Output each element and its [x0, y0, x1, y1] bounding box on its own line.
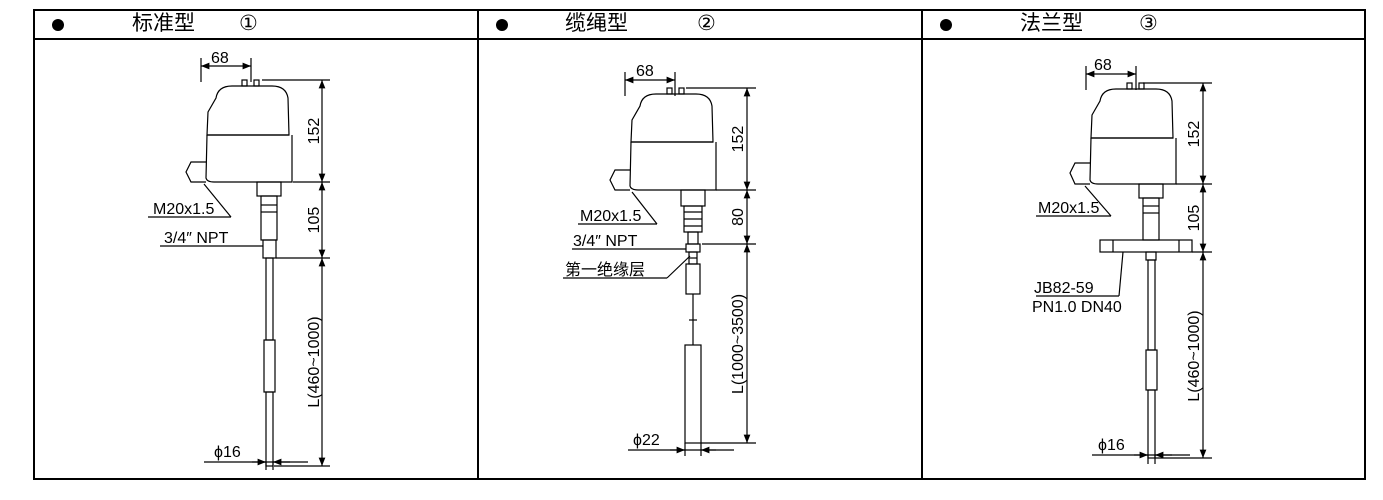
label-diameter: ϕ16 — [1098, 437, 1125, 454]
label-thread: M20x1.5 — [1038, 200, 1099, 217]
dimension-68 — [200, 58, 252, 82]
drawing-standard — [148, 58, 330, 470]
housing-head — [1069, 82, 1177, 185]
panel-title: 标准型 — [132, 12, 195, 35]
label-thread: M20x1.5 — [580, 208, 641, 225]
header-cell-standard: 标准型 ① — [35, 11, 477, 38]
label-mid-height: 105 — [1186, 205, 1203, 232]
probe-body — [680, 189, 706, 444]
probe-body — [1099, 183, 1193, 459]
bullet-icon — [496, 19, 508, 31]
bullet-icon — [52, 19, 64, 31]
header-row: 标准型 ① 缆绳型 ② 法兰型 ③ — [35, 11, 1364, 40]
housing-head — [609, 87, 717, 191]
label-thread: M20x1.5 — [153, 201, 214, 218]
panel-number: ② — [697, 12, 716, 35]
header-cell-flange: 法兰型 ③ — [923, 11, 1366, 38]
drawing-flange — [1036, 66, 1212, 464]
header-cell-cable: 缆绳型 ② — [479, 11, 921, 38]
label-npt: 3/4″ NPT — [573, 233, 638, 250]
label-head-height: 152 — [306, 118, 323, 145]
housing-head — [185, 79, 293, 183]
panel-number: ③ — [1139, 12, 1158, 35]
dimension-68 — [1085, 66, 1137, 90]
label-width: 68 — [211, 50, 229, 67]
label-insulation: 第一绝缘层 — [565, 261, 645, 279]
dimension-vertical — [262, 79, 330, 467]
diagram-frame: 标准型 ① 缆绳型 ② 法兰型 ③ — [33, 9, 1366, 480]
panel-title: 法兰型 — [1020, 12, 1083, 35]
panel-number: ① — [239, 12, 258, 35]
label-flange-std: JB82-59 — [1034, 280, 1094, 297]
label-npt: 3/4″ NPT — [164, 230, 229, 247]
probe-body — [256, 181, 282, 467]
drawing-cable — [563, 72, 756, 456]
dimension-vertical — [1143, 82, 1212, 459]
label-length: L(460~1000) — [1186, 310, 1203, 401]
column-divider — [921, 11, 923, 478]
label-mid-height: 105 — [306, 207, 323, 234]
label-length: L(460~1000) — [306, 316, 323, 407]
label-head-height: 152 — [1186, 121, 1203, 148]
dimension-68 — [624, 72, 676, 96]
label-mid-height: 80 — [730, 208, 747, 226]
label-head-height: 152 — [730, 126, 747, 153]
label-flange-spec: PN1.0 DN40 — [1032, 299, 1122, 316]
label-diameter: ϕ16 — [214, 444, 241, 461]
label-width: 68 — [1094, 57, 1112, 74]
panel-title: 缆绳型 — [565, 12, 628, 35]
label-length: L(1000~3500) — [730, 294, 747, 394]
label-diameter: ϕ22 — [633, 432, 660, 449]
dimension-vertical — [686, 87, 756, 444]
label-width: 68 — [636, 63, 654, 80]
bullet-icon — [940, 19, 952, 31]
column-divider — [477, 11, 479, 478]
